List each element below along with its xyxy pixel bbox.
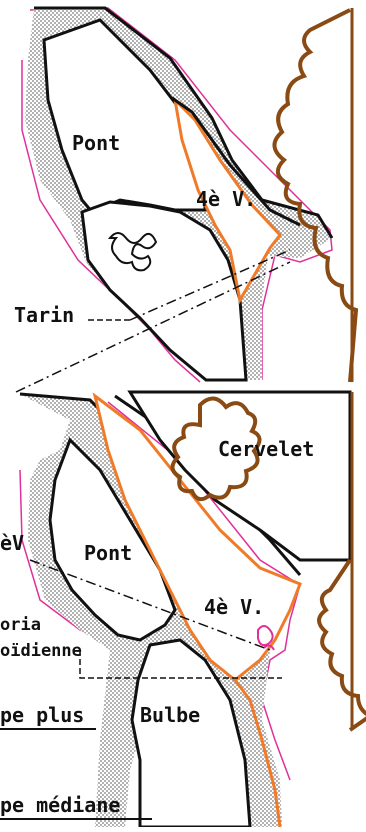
top-label-fourth-ventricle: 4è V.: [196, 187, 256, 211]
bottom-caption-upper: pe plus: [0, 703, 84, 727]
bottom-label-pont: Pont: [84, 541, 132, 565]
bottom-label-fourth-ventricle: 4è V.: [204, 595, 264, 619]
bottom-label-fourth-ventricle-left: èV: [0, 531, 24, 555]
top-panel: Pont 4è V. Tarin: [14, 8, 356, 392]
bottom-caption-lower: pe médiane: [0, 793, 120, 817]
bottom-label-cervelet: Cervelet: [218, 437, 314, 461]
top-label-pont: Pont: [72, 131, 120, 155]
top-cerebellum: [274, 10, 356, 382]
bottom-label-taenia-1: oria: [0, 615, 41, 635]
bottom-label-taenia-2: oïdienne: [0, 641, 82, 661]
bottom-panel: Cervelet èV Pont 4è V. oria oïdienne Bul…: [0, 392, 366, 827]
bottom-cerebellum-folia-right: [319, 560, 366, 730]
bottom-label-bulbe: Bulbe: [140, 703, 200, 727]
top-label-tarin: Tarin: [14, 303, 74, 327]
